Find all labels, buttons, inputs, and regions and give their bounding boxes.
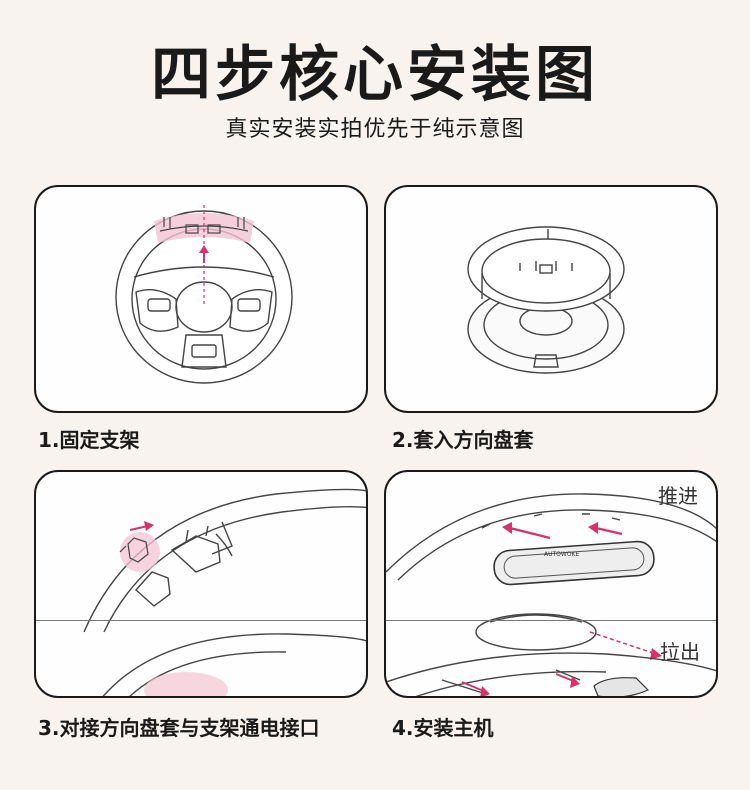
step-4-divider [386,620,716,621]
step-1-caption: 1.固定支架 [38,428,140,452]
steering-wheel-bracket-illustration [115,205,293,384]
wheel-cover-illustration [467,226,625,374]
pull-label: 拉出 [660,640,700,664]
page-title: 四步核心安装图 [151,40,599,110]
step-3-caption: 3.对接方向盘套与支架通电接口 [38,716,320,740]
push-label: 推进 [658,484,698,508]
connector-illustration [83,488,366,696]
step-3-divider [36,620,366,621]
step-4-panel: AUTOWOKE 推进 拉出 [384,470,718,698]
step-4-caption: 4.安装主机 [392,716,494,740]
device-label: AUTOWOKE [544,551,579,558]
page-subtitle: 真实安装实拍优先于纯示意图 [225,117,525,142]
step-3-panel [34,470,368,698]
step-1-panel [34,185,368,413]
step-2-panel [384,185,718,413]
main-unit-illustration: AUTOWOKE [386,493,716,696]
step-2-caption: 2.套入方向盘套 [392,428,534,452]
